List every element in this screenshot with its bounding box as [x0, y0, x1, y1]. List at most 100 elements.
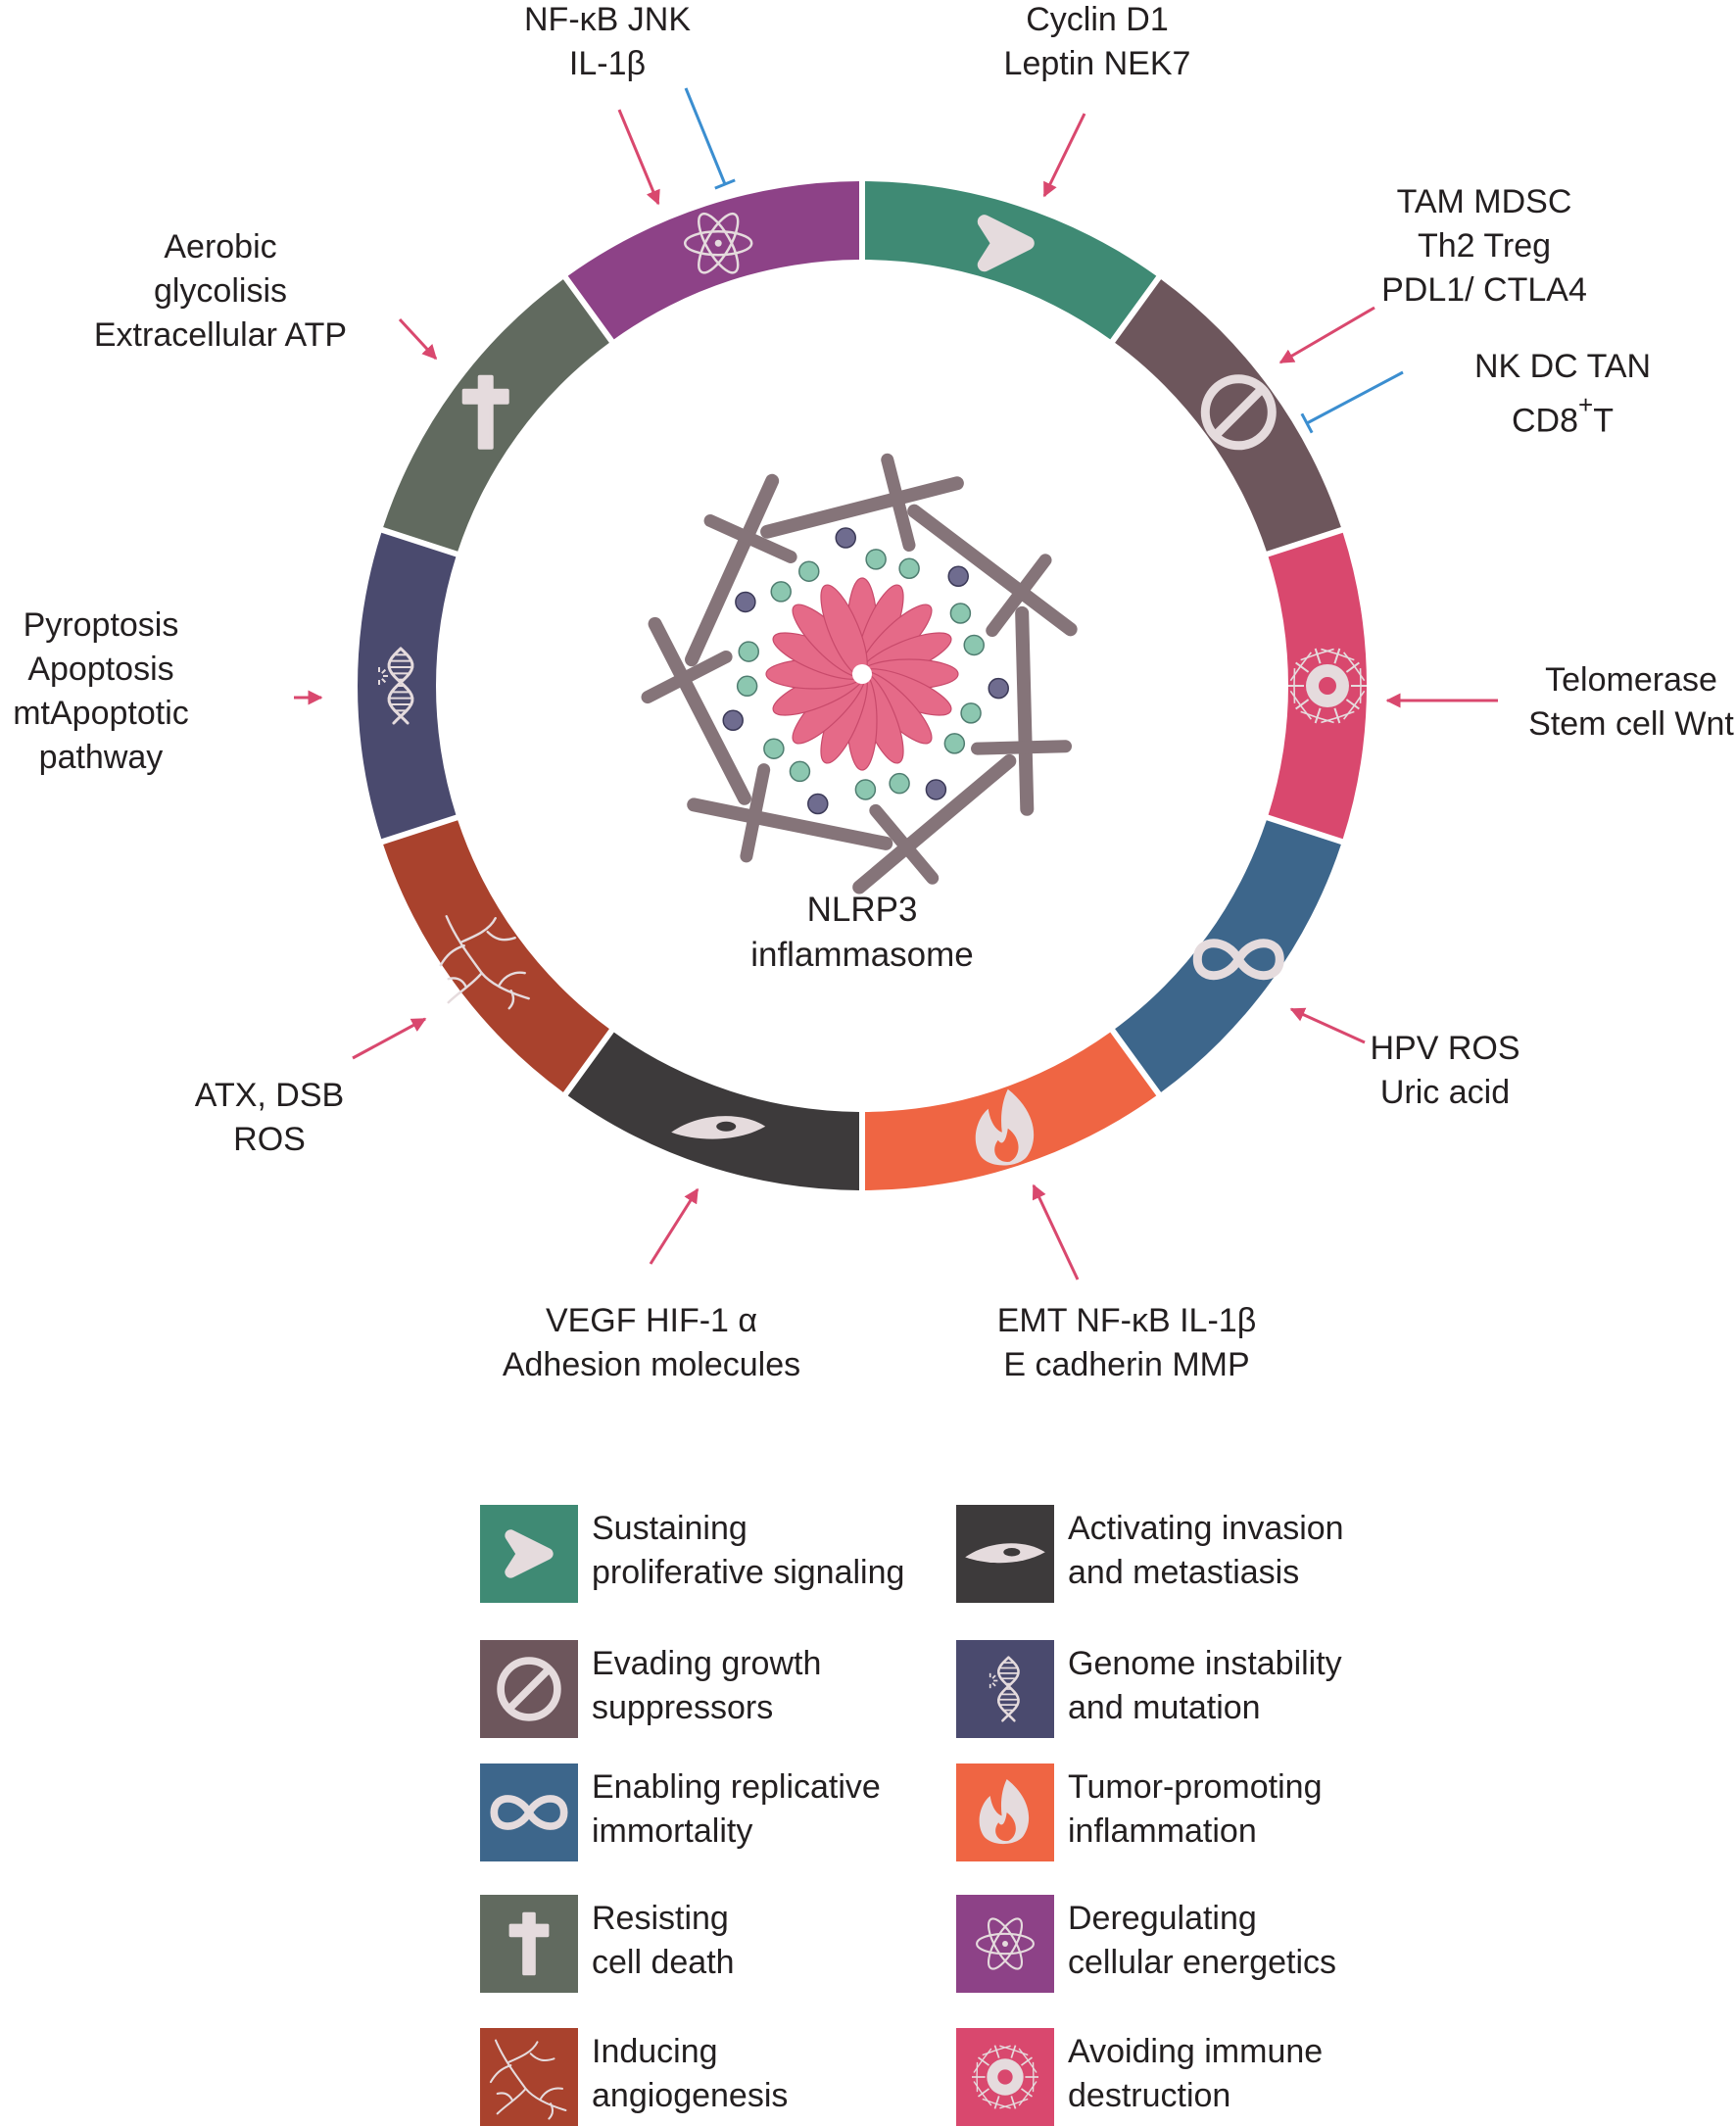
label-pyro-line3: mtApoptotic — [0, 692, 204, 736]
inhibition-arrow — [1307, 372, 1403, 423]
label-aerobic: Aerobic glycolisis Extracellular ATP — [78, 225, 362, 358]
legend-label-line2: and mutation — [1068, 1686, 1440, 1730]
label-telomerase-line2: Stem cell Wnt — [1509, 702, 1736, 747]
legend-swatch — [480, 1895, 578, 1993]
inflammasome-bead-green — [961, 703, 981, 723]
inflammasome-rod — [694, 804, 886, 843]
label-cyclin: Cyclin D1 Leptin NEK7 — [931, 0, 1264, 86]
invasive-cell-nucleus-icon — [716, 1122, 736, 1132]
label-pyro-line2: Apoptosis — [0, 648, 204, 692]
label-cyclin-line2: Leptin NEK7 — [931, 42, 1264, 86]
atom-nucleus-icon — [1002, 1941, 1008, 1947]
ring-segment-cross — [383, 279, 609, 552]
inflammasome-bead-purple — [723, 710, 743, 730]
label-t: T — [1593, 402, 1614, 439]
label-cd8-plus: + — [1578, 390, 1593, 419]
inflammasome-core — [852, 664, 872, 684]
label-pyro-line1: Pyroptosis — [0, 604, 204, 648]
atom-nucleus-icon — [715, 240, 722, 247]
label-emt-line2: E cadherin MMP — [950, 1343, 1303, 1387]
legend-swatch — [956, 1505, 1054, 1603]
legend-swatch — [480, 1505, 578, 1603]
nlrp3-inflammasome-graphic — [648, 459, 1071, 887]
legend-swatch — [956, 1640, 1054, 1738]
label-atx-line2: ROS — [167, 1118, 372, 1162]
label-cd8: CD8 — [1512, 402, 1578, 439]
inflammasome-bead-green — [964, 635, 984, 654]
legend-label-line1: Activating invasion — [1068, 1507, 1440, 1551]
inflammasome-rod-short — [978, 747, 1066, 749]
label-pyroptosis: Pyroptosis Apoptosis mtApoptotic pathway — [0, 604, 204, 780]
inflammasome-rod — [1022, 613, 1027, 809]
ring-segment-invasive-cell — [568, 1033, 859, 1190]
inflammasome-bead-green — [764, 739, 784, 758]
inflammasome-bead-green — [899, 558, 919, 578]
legend-swatch — [480, 1764, 578, 1861]
label-hpv-ros: HPV ROS Uric acid — [1342, 1027, 1548, 1115]
center-label-line1: NLRP3 — [617, 888, 1107, 933]
inflammasome-bead-green — [771, 582, 791, 602]
legend-swatch — [956, 1895, 1054, 1993]
label-nfkb-jnk: NF-κB JNK IL-1β — [460, 0, 754, 86]
ring-segment-infinity — [1115, 820, 1341, 1092]
legend-label-line1: Resisting — [592, 1897, 964, 1941]
label-atx-dsb: ATX, DSB ROS — [167, 1074, 372, 1162]
label-hpv-line2: Uric acid — [1342, 1071, 1548, 1115]
label-tam-line1: TAM MDSC — [1332, 180, 1636, 224]
inflammasome-bead-purple — [948, 566, 968, 586]
inflammasome-bead-green — [866, 550, 886, 569]
label-hpv-line1: HPV ROS — [1342, 1027, 1548, 1071]
inflammasome-bead-green — [739, 642, 758, 661]
label-atx-line1: ATX, DSB — [167, 1074, 372, 1118]
inhibition-arrow — [686, 88, 725, 184]
activation-arrow — [619, 110, 658, 204]
activation-arrow — [1280, 308, 1374, 362]
label-tam-line3: PDL1/ CTLA4 — [1332, 268, 1636, 313]
inflammasome-bead-purple — [808, 795, 828, 814]
legend-label-line1: Tumor-promoting — [1068, 1765, 1440, 1810]
legend-label-line2: and metastiasis — [1068, 1551, 1440, 1595]
label-telomerase-line1: Telomerase — [1509, 658, 1736, 702]
legend-label-line1: Evading growth — [592, 1642, 964, 1686]
inflammasome-bead-green — [890, 774, 909, 794]
center-label: NLRP3 inflammasome — [617, 888, 1107, 978]
label-vegf-line2: Adhesion molecules — [470, 1343, 833, 1387]
legend-label-line1: Deregulating — [1068, 1897, 1440, 1941]
label-aerobic-line3: Extracellular ATP — [78, 314, 362, 358]
label-cyclin-line1: Cyclin D1 — [931, 0, 1264, 42]
legend-label-line1: Enabling replicative — [592, 1765, 964, 1810]
legend-label-line2: destruction — [1068, 2074, 1440, 2118]
inflammasome-rod-short — [747, 770, 764, 856]
inflammasome-bead-green — [950, 604, 970, 623]
label-nfkb-line1: NF-κB JNK — [460, 0, 754, 42]
legend-label-line1: Sustaining — [592, 1507, 964, 1551]
label-aerobic-line2: glycolisis — [78, 269, 362, 314]
activation-arrow — [353, 1019, 425, 1058]
label-nfkb-line2: IL-1β — [460, 42, 754, 86]
inflammasome-bead-green — [790, 761, 809, 781]
label-tam-line2: Th2 Treg — [1332, 224, 1636, 268]
activation-arrow — [651, 1189, 698, 1264]
immune-cell-nucleus-icon — [997, 2069, 1012, 2084]
legend-label-line2: cell death — [592, 1941, 964, 1985]
inflammasome-rod — [692, 481, 772, 659]
legend-swatch — [956, 2028, 1054, 2126]
ring-segment-vessel — [383, 820, 609, 1092]
activation-arrow — [1044, 114, 1085, 196]
inflammasome-bead-purple — [836, 528, 855, 548]
legend-label-line2: immortality — [592, 1810, 964, 1854]
